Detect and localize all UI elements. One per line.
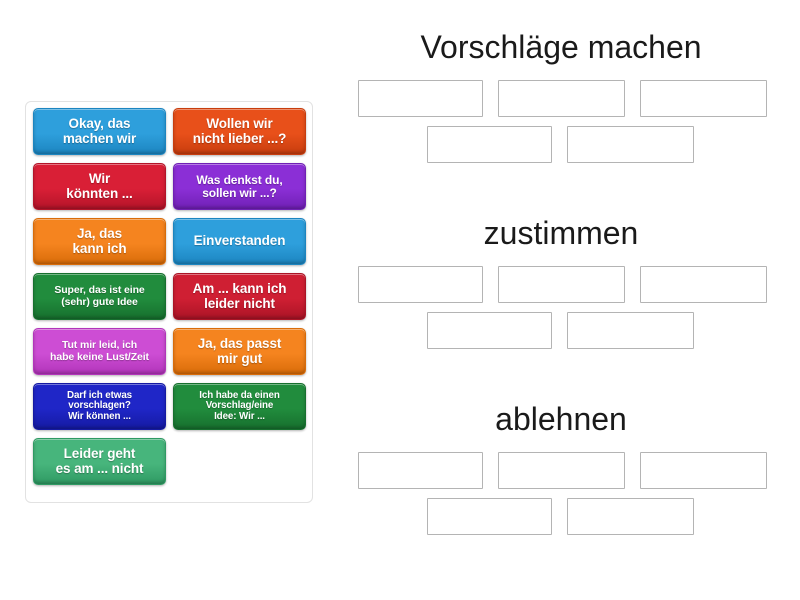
- phrase-tile-label: Was denkst du,sollen wir ...?: [196, 172, 283, 200]
- drop-slot[interactable]: [427, 312, 552, 349]
- drop-slot[interactable]: [498, 266, 625, 303]
- drop-slot-row: [340, 80, 800, 117]
- category-zustimmen: zustimmen: [340, 217, 800, 358]
- phrase-tile-label: Super, das ist eine(sehr) gute Idee: [54, 284, 145, 308]
- category-vorschlaege-machen: Vorschläge machen: [340, 31, 800, 172]
- drop-slot[interactable]: [640, 452, 767, 489]
- drop-slot-row: [340, 498, 800, 535]
- drop-slot-row: [340, 452, 800, 489]
- drop-slot-row: [340, 126, 800, 163]
- drop-slot[interactable]: [640, 80, 767, 117]
- drop-slot[interactable]: [427, 126, 552, 163]
- category-columns: Vorschläge machen zustimmen ablehnen: [340, 0, 800, 600]
- phrase-tile[interactable]: Was denkst du,sollen wir ...?: [173, 163, 306, 210]
- drop-slot[interactable]: [358, 266, 483, 303]
- phrase-tile-label: Einverstanden: [193, 233, 286, 249]
- category-title: ablehnen: [495, 401, 627, 437]
- drop-slot-row: [340, 266, 800, 303]
- drop-slot-row: [340, 312, 800, 349]
- drop-slot[interactable]: [567, 312, 694, 349]
- drop-slot[interactable]: [498, 80, 625, 117]
- phrase-tile[interactable]: Super, das ist eine(sehr) gute Idee: [33, 273, 166, 320]
- drop-slot[interactable]: [358, 80, 483, 117]
- drop-slot[interactable]: [640, 266, 767, 303]
- drop-slot[interactable]: [358, 452, 483, 489]
- drop-slot[interactable]: [498, 452, 625, 489]
- category-title: zustimmen: [483, 215, 639, 251]
- category-title: Vorschläge machen: [420, 29, 702, 65]
- phrase-tile[interactable]: Einverstanden: [173, 218, 306, 265]
- drop-slot[interactable]: [427, 498, 552, 535]
- drop-slot[interactable]: [567, 498, 694, 535]
- drop-slot[interactable]: [567, 126, 694, 163]
- category-ablehnen: ablehnen: [340, 403, 800, 544]
